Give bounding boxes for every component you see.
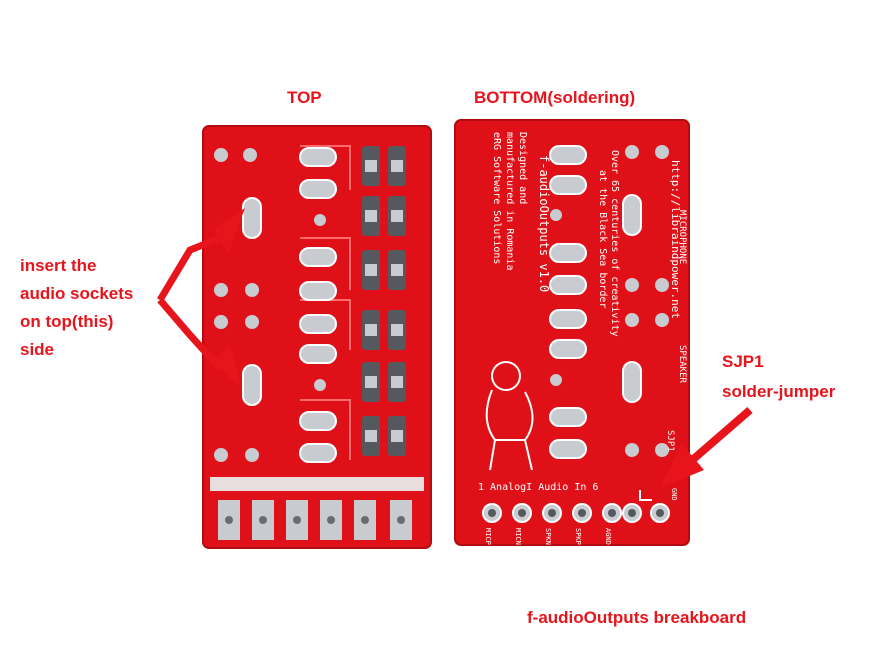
silk-pin-1: MICP [484, 528, 492, 545]
silk-url: http://libraindpower.net [669, 160, 682, 319]
silk-microphone: MICROPHONE [677, 210, 687, 264]
top-oval-pads [242, 147, 337, 463]
silk-company: eRG Software Solutions [491, 132, 502, 264]
pcb-top-side [202, 125, 432, 549]
silk-designed-2: manufactured in Romania [504, 132, 515, 270]
bottom-pin-row [482, 490, 670, 523]
label-sjp1: SJP1 [722, 352, 764, 371]
silk-pin-3: SPKN [544, 528, 552, 545]
silk-pin-gnd: GND [670, 488, 678, 501]
label-insert-4: side [20, 340, 55, 359]
silk-sjp1: SJP1 [665, 430, 675, 452]
silk-title: f-audioOutputs v1.0 [537, 155, 551, 292]
silk-pin-2: MICN [514, 528, 522, 545]
top-holes [214, 148, 326, 462]
mascot-drawing [485, 361, 534, 471]
label-insert-3: on top(this) [20, 312, 114, 331]
label-bottom: BOTTOM(soldering) [474, 88, 636, 107]
bottom-oval-pads [549, 145, 642, 459]
silk-tagline-1: Over 65 centuries of creativity [609, 150, 620, 337]
caption: f-audioOutputs breakboard [527, 608, 747, 627]
label-insert-2: audio sockets [20, 284, 134, 303]
silk-tagline-2: at the Black Sea border [597, 170, 608, 308]
label-solder-jumper: solder-jumper [722, 382, 836, 401]
top-smd-components [362, 146, 406, 456]
label-top: TOP [287, 88, 322, 107]
silk-speaker: SPEAKER [677, 345, 687, 384]
silk-analog-audio-in: 1 AnalogI Audio In 6 [478, 482, 598, 493]
label-insert-1: insert the [20, 256, 97, 275]
silkscreen: f-audioOutputs v1.0 Designed and manufac… [478, 132, 687, 545]
arrow-insert-sockets [156, 208, 245, 388]
pcb-bottom-side: f-audioOutputs v1.0 Designed and manufac… [454, 119, 690, 546]
silk-designed-1: Designed and [517, 132, 528, 204]
silk-pin-4: SPKP [574, 528, 582, 545]
bottom-holes [550, 145, 669, 457]
silk-pin-5: AGND [604, 528, 612, 545]
arrow-sjp1 [660, 406, 753, 488]
top-edge-connector [210, 477, 424, 540]
